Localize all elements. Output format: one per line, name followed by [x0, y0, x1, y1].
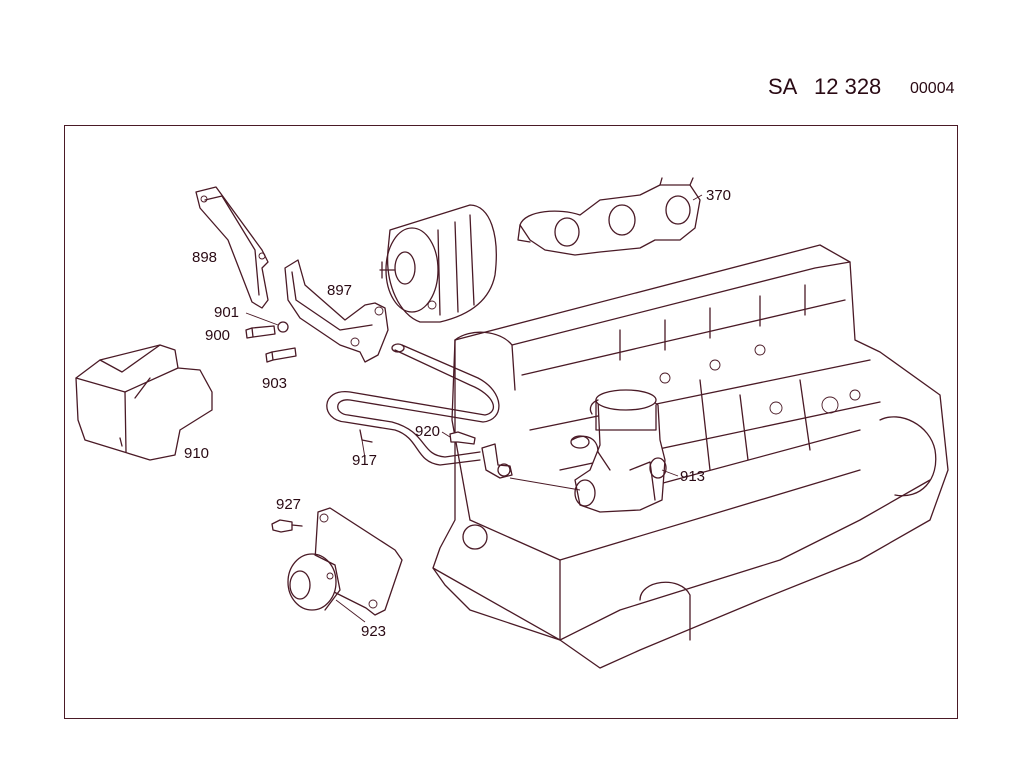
leader-lines	[245, 194, 703, 623]
callout-910: 910	[184, 445, 209, 462]
header-code: 00004	[910, 80, 955, 97]
timing-cover-910-part	[75, 344, 213, 461]
callout-900: 900	[205, 327, 230, 344]
callout-927: 927	[276, 496, 301, 513]
bracket-898-part	[195, 186, 269, 309]
header-prefix: SA	[768, 74, 798, 99]
water-pump-923-part	[287, 507, 403, 616]
header-number: 12 328	[814, 74, 882, 99]
callout-917: 917	[352, 452, 377, 469]
callout-923: 923	[361, 623, 386, 640]
callout-898: 898	[192, 249, 217, 266]
engine-block	[432, 244, 949, 669]
exhaust-manifold-part	[517, 177, 701, 256]
callout-labels: 370 898 897 901 900 903 910 920 917 913 …	[184, 187, 731, 640]
callout-913: 913	[680, 468, 705, 485]
callout-901: 901	[214, 304, 239, 321]
callout-903: 903	[262, 375, 287, 392]
callout-920: 920	[415, 423, 440, 440]
pump-913-part	[570, 389, 667, 513]
diagram-frame	[64, 125, 958, 719]
alternator-part	[379, 204, 497, 323]
bracket-897-part	[284, 259, 389, 363]
bolts-900-901-903	[245, 321, 297, 363]
callout-897: 897	[327, 282, 352, 299]
bolt-920-and-fitting	[449, 431, 513, 479]
bolt-927-part	[271, 519, 303, 533]
callout-370: 370	[706, 187, 731, 204]
